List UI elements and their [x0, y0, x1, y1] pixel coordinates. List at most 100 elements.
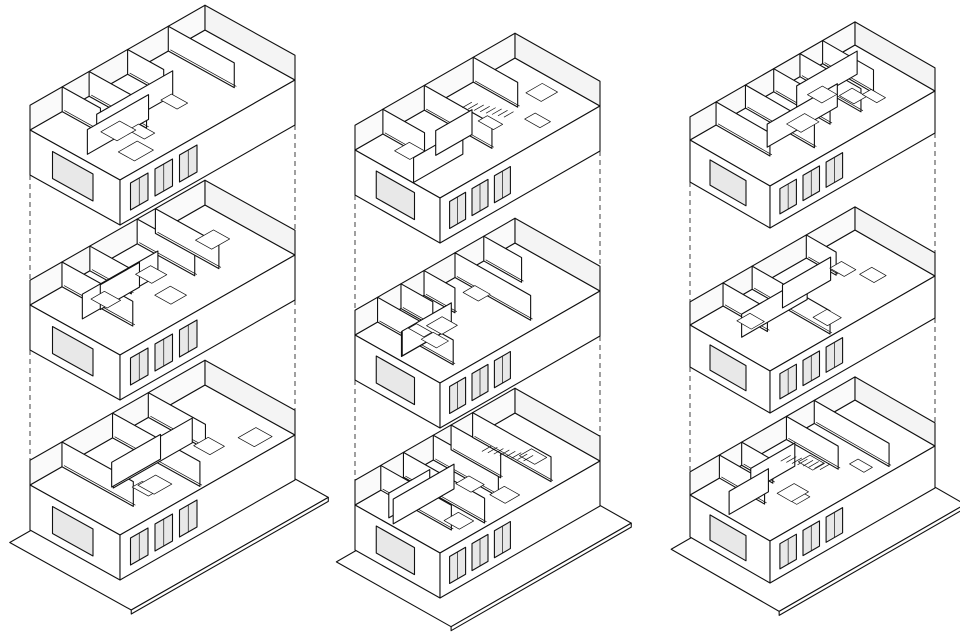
- side-window: [51, 325, 94, 377]
- site-base-edge: [778, 506, 960, 616]
- partition-edge: [753, 287, 833, 334]
- interior-partition: [728, 468, 769, 516]
- furniture-item: [160, 93, 189, 110]
- furniture-item: [477, 115, 504, 130]
- furniture-item: [776, 483, 809, 502]
- furniture-item: [137, 474, 173, 495]
- partition-edge: [170, 49, 237, 87]
- furniture-item: [812, 309, 842, 326]
- projection-lines: [354, 151, 601, 505]
- interior-partition: [483, 235, 523, 283]
- interior-partition: [61, 86, 101, 134]
- partition-edge: [452, 448, 503, 477]
- projection-lines: [689, 133, 936, 495]
- interior-partition: [781, 256, 832, 309]
- interior-partition: [392, 463, 455, 525]
- end-wall: [854, 376, 936, 447]
- furniture-item: [829, 261, 857, 277]
- furniture-item: [519, 448, 548, 465]
- side-window: [709, 344, 747, 392]
- side-window: [51, 150, 94, 202]
- side-window: [709, 514, 747, 562]
- partition-edge: [474, 80, 520, 107]
- stair-tread: [802, 460, 814, 467]
- furniture-item: [426, 316, 458, 335]
- floor-plate-2-2: [354, 217, 601, 429]
- end-wall: [854, 21, 936, 92]
- partition-edge: [717, 123, 773, 156]
- interior-partition: [454, 252, 532, 321]
- stair-tread: [497, 110, 508, 117]
- partition-edge: [816, 422, 892, 466]
- building-2: [335, 32, 632, 632]
- floor-plate-1-3: [9, 359, 329, 615]
- floor-plate-2-3: [335, 387, 632, 632]
- stair-tread: [791, 457, 803, 464]
- interior-partition: [472, 412, 552, 483]
- furniture-item: [849, 458, 873, 473]
- end-wall: [854, 206, 936, 277]
- end-wall: [514, 217, 601, 292]
- furniture-item: [90, 290, 121, 309]
- floor-plate-3-1: [689, 21, 936, 229]
- furniture-item: [420, 332, 449, 349]
- furniture-item: [736, 312, 765, 330]
- stair-tread: [491, 108, 502, 115]
- stair-tread: [485, 107, 496, 114]
- stair-tread: [780, 455, 791, 462]
- site-base-edge: [450, 522, 632, 632]
- stair-tread: [499, 449, 510, 456]
- stair-tread: [503, 111, 514, 118]
- interior-partition: [813, 399, 890, 468]
- partition-edge: [788, 438, 841, 469]
- end-wall: [514, 387, 601, 462]
- side-window: [375, 355, 416, 406]
- furniture-item: [154, 285, 187, 305]
- floor-plate-2-1: [354, 32, 601, 244]
- stair-tread: [808, 461, 819, 468]
- interior-partition: [111, 433, 162, 488]
- furniture-item: [786, 113, 820, 133]
- interior-partition: [435, 109, 473, 156]
- furniture-item: [861, 89, 886, 104]
- stair-tread: [481, 445, 492, 452]
- stair-tread: [493, 448, 504, 455]
- stair-tread: [479, 105, 490, 113]
- interior-partition: [785, 415, 839, 470]
- side-window: [375, 170, 416, 221]
- stair-tread: [473, 104, 484, 111]
- furniture-item: [127, 123, 156, 140]
- building-3: [670, 21, 960, 616]
- building-1: [9, 4, 329, 615]
- interior-partition: [167, 25, 235, 89]
- furniture-item: [455, 475, 485, 493]
- stair-tread: [819, 463, 831, 471]
- stair-tread: [517, 453, 528, 460]
- stair-tread: [511, 452, 522, 459]
- furniture-item: [117, 140, 154, 162]
- partition-edge: [157, 231, 222, 268]
- stair-tread: [505, 451, 516, 458]
- stair-tread: [487, 446, 498, 454]
- end-wall: [204, 359, 296, 436]
- stair-tread: [814, 462, 825, 469]
- partition-edge: [139, 242, 198, 275]
- furniture-item: [443, 511, 475, 530]
- partition-edge: [456, 276, 533, 320]
- site-base-edge: [130, 496, 329, 615]
- stair-tread: [797, 458, 808, 466]
- furniture-item: [135, 265, 168, 284]
- furniture-item: [237, 427, 273, 448]
- furniture-item: [525, 83, 558, 102]
- side-window: [709, 159, 747, 207]
- furniture-item: [524, 112, 551, 129]
- partition-edge: [485, 259, 524, 282]
- stair-tread: [786, 456, 797, 463]
- interior-partition: [472, 56, 519, 108]
- side-window: [51, 505, 94, 557]
- furniture-item: [100, 120, 137, 142]
- floor-plate-3-3: [670, 376, 960, 616]
- stair-tread: [462, 101, 473, 109]
